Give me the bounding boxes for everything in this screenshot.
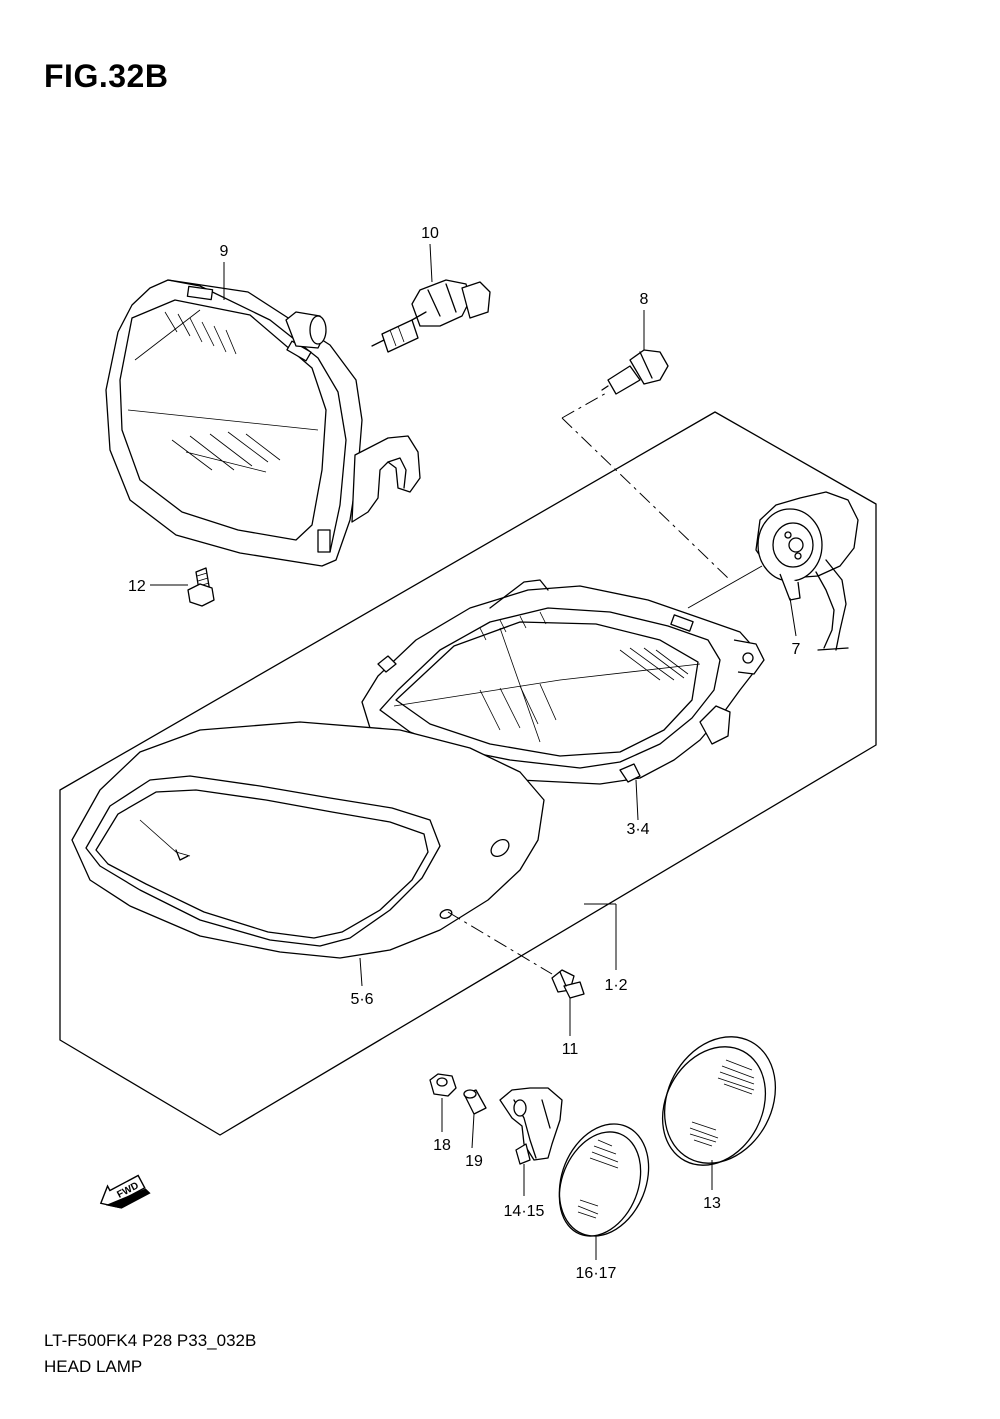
part-3-4-headlamp-assembly xyxy=(361,579,765,785)
leader-lines xyxy=(150,243,797,1260)
part-10-headlamp-bulb xyxy=(371,279,491,353)
callout-3-4: 3·4 xyxy=(626,821,649,838)
callout-14-15: 14·15 xyxy=(504,1203,545,1220)
callout-13: 13 xyxy=(703,1195,721,1212)
part-14-15-bracket xyxy=(499,1087,563,1165)
callout-18: 18 xyxy=(433,1137,451,1154)
callout-9: 9 xyxy=(220,243,229,260)
part-19-collar xyxy=(463,1089,487,1115)
callout-12: 12 xyxy=(128,578,146,595)
callout-8: 8 xyxy=(640,291,649,308)
part-12-bolt xyxy=(187,567,215,607)
part-5-6-headlamp-rim xyxy=(71,721,545,959)
part-9-headlamp-unit xyxy=(105,279,421,567)
diagram-name: HEAD LAMP xyxy=(44,1357,143,1376)
figure-title: FIG.32B xyxy=(44,58,169,94)
callout-7: 7 xyxy=(792,641,801,658)
part-18-nut xyxy=(429,1073,457,1097)
part-11-screw xyxy=(551,969,585,999)
diagram-code: LT-F500FK4 P28 P33_032B xyxy=(44,1331,257,1350)
callout-11: 11 xyxy=(562,1041,579,1058)
callout-10: 10 xyxy=(421,225,439,242)
part-7-socket-harness xyxy=(755,491,859,651)
part-8-position-bulb xyxy=(601,349,669,395)
callout-1-2: 1·2 xyxy=(604,977,627,994)
callout-19: 19 xyxy=(465,1153,483,1170)
callout-16-17: 16·17 xyxy=(576,1265,617,1282)
assembly-frame xyxy=(59,411,877,1136)
part-13-reflector xyxy=(661,1036,777,1166)
part-16-17-reflector xyxy=(558,1123,650,1237)
forward-direction-arrow: FWD xyxy=(99,1174,151,1209)
callout-5-6: 5·6 xyxy=(350,991,373,1008)
